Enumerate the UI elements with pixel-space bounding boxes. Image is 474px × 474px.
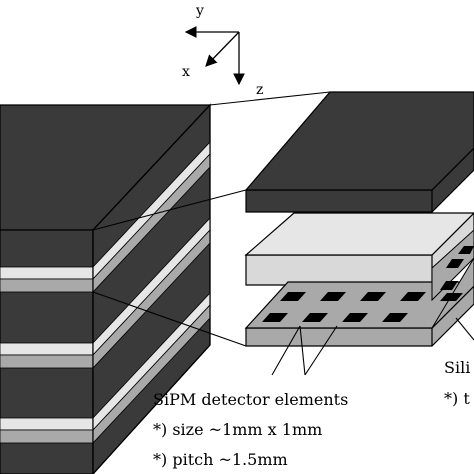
side-scintillator-stripe bbox=[93, 216, 210, 357]
layered-detector-block bbox=[0, 103, 212, 474]
z-axis-label: z bbox=[256, 82, 263, 98]
sipm-elements-title: SiPM detector elements bbox=[153, 390, 348, 409]
silicon-note-cut: *) t bbox=[444, 389, 470, 408]
sipm-pixel bbox=[458, 246, 474, 254]
sipm-substrate bbox=[244, 229, 474, 347]
x-axis-arrow bbox=[205, 31, 240, 67]
front-substrate-stripe bbox=[0, 429, 94, 444]
dark-absorber-plate bbox=[244, 91, 474, 213]
coordinate-axes: y x z bbox=[182, 3, 263, 98]
side-substrate-stripe bbox=[93, 303, 210, 445]
sipm-pitch-note: *) pitch ~1.5mm bbox=[153, 450, 288, 469]
silicon-label-cut: Sili bbox=[444, 358, 470, 377]
front-substrate-stripe bbox=[0, 278, 94, 293]
zoom-connector-lines bbox=[92, 91, 331, 347]
sipm-pixel bbox=[262, 313, 288, 322]
sipm-pixel bbox=[382, 313, 408, 322]
sipm-pixel bbox=[440, 281, 458, 290]
sipm-pixel bbox=[302, 313, 328, 322]
scintillator-layer bbox=[244, 212, 474, 286]
sipm-pixel bbox=[360, 292, 386, 301]
exploded-layer-stack bbox=[244, 91, 474, 347]
sipm-pixel bbox=[342, 313, 368, 322]
sipm-pixel bbox=[440, 293, 463, 301]
sipm-pointer-lines bbox=[271, 317, 474, 376]
y-axis-label: y bbox=[195, 3, 204, 19]
sipm-pixel bbox=[280, 292, 306, 301]
side-substrate-stripe bbox=[93, 152, 210, 294]
sipm-pixel bbox=[400, 292, 426, 301]
front-scintillator-stripe bbox=[0, 417, 94, 431]
sipm-pixel bbox=[446, 259, 464, 268]
front-scintillator-stripe bbox=[0, 266, 94, 280]
side-scintillator-stripe bbox=[93, 291, 210, 432]
x-axis-label: x bbox=[182, 64, 190, 80]
side-scintillator-stripe bbox=[93, 140, 210, 281]
sipm-pixel bbox=[320, 292, 346, 301]
sipm-size-note: *) size ~1mm x 1mm bbox=[153, 420, 322, 439]
front-substrate-stripe bbox=[0, 354, 94, 369]
side-substrate-stripe bbox=[93, 228, 210, 370]
front-scintillator-stripe bbox=[0, 342, 94, 356]
